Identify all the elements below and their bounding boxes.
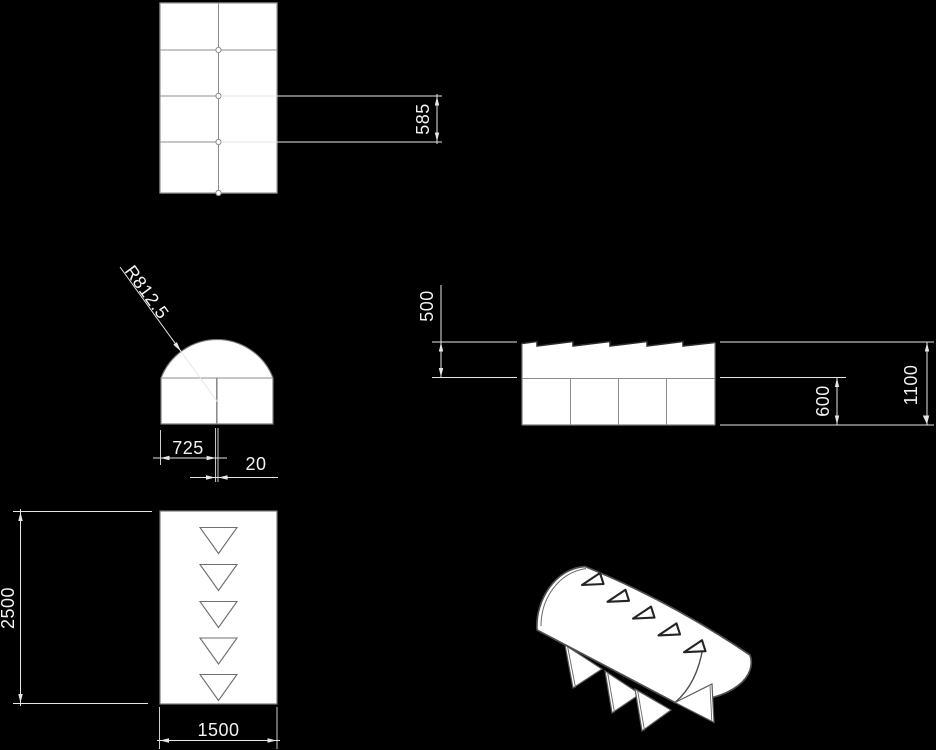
arrowhead — [18, 694, 23, 703]
dim-label-725: 725 — [172, 438, 204, 458]
iso-vault-shell — [536, 565, 753, 704]
arrowhead — [434, 132, 440, 142]
isometric-view — [536, 565, 753, 733]
arrowhead — [834, 415, 840, 425]
dim-label-radius: R812.5 — [121, 262, 173, 323]
iso-right-end-fin — [673, 683, 715, 724]
side-view-sawtooth-vents — [521, 340, 716, 347]
front-view-arch: R812.5 725 20 — [119, 262, 278, 482]
iso-left-end-inner-edge — [540, 568, 587, 627]
dimension-725: 725 — [153, 428, 227, 482]
arrowhead — [160, 455, 170, 461]
dim-label-585: 585 — [413, 103, 433, 135]
dimension-500: 500 — [417, 285, 517, 378]
top-view-grid: 585 — [159, 2, 442, 197]
arrowhead — [267, 738, 277, 743]
dim-label-600: 600 — [813, 385, 833, 417]
plan-view-outline — [159, 510, 278, 705]
plan-view: 2500 1500 — [0, 509, 280, 749]
arrowhead — [18, 512, 23, 521]
iso-rib-fins — [564, 643, 673, 733]
arrowhead — [218, 475, 228, 480]
arrowhead — [438, 368, 444, 377]
iso-right-fin-thickness-line — [709, 685, 713, 722]
side-view-rib-lines — [522, 378, 715, 425]
dimension-20: 20 — [190, 454, 278, 480]
dimension-1100: 1100 — [901, 342, 930, 425]
arrowhead — [206, 455, 216, 461]
arrowhead — [160, 738, 169, 743]
dimension-2500: 2500 — [0, 509, 152, 706]
iso-fin-thickness-lines — [567, 645, 645, 731]
dim-label-20: 20 — [245, 454, 266, 474]
dim-label-1500: 1500 — [197, 720, 239, 740]
arrowhead — [922, 415, 930, 425]
arrowhead — [206, 475, 216, 480]
arrowhead — [834, 378, 840, 387]
arrowhead — [924, 342, 930, 352]
dim-label-1100: 1100 — [901, 365, 921, 406]
plan-view-vent-triangles — [198, 526, 239, 702]
side-view: 500 600 1100 — [417, 285, 934, 426]
arrowhead — [434, 96, 440, 106]
iso-vent-triangles — [580, 571, 707, 654]
dim-label-2500: 2500 — [0, 587, 18, 629]
arrowhead — [173, 342, 181, 352]
dimension-600: 600 — [720, 341, 934, 426]
dimension-585: 585 — [221, 94, 442, 144]
dim-label-500: 500 — [417, 290, 437, 322]
dimension-1500: 1500 — [157, 707, 280, 749]
arrowhead — [438, 342, 444, 352]
iso-right-end-rim — [674, 646, 704, 704]
